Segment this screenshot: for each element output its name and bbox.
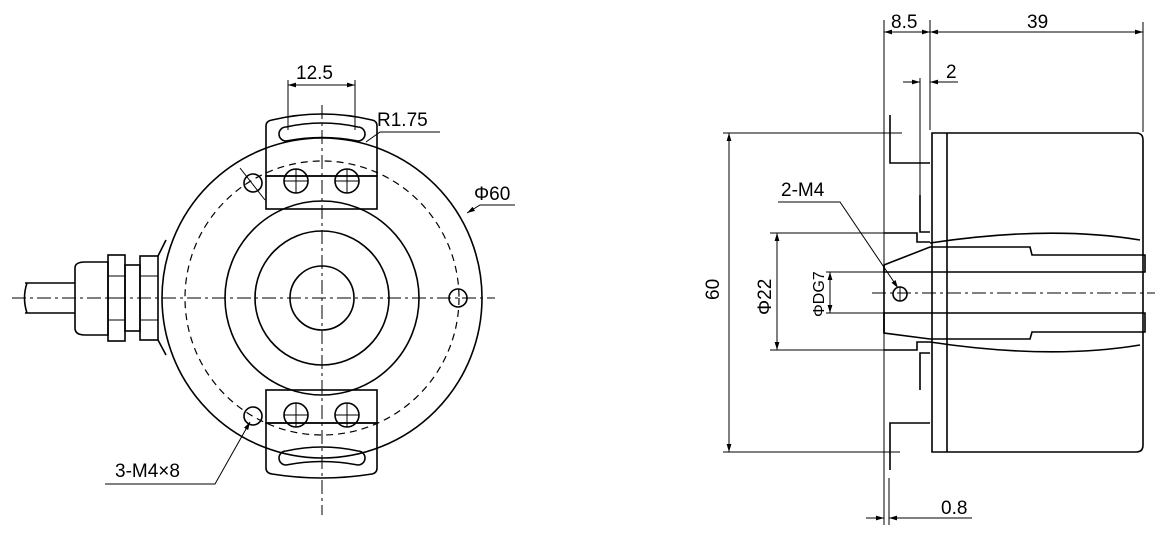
dim-flange-depth: 8.5 — [891, 12, 917, 33]
sleeve-section — [883, 312, 1146, 340]
note-mounting-threads: 3-M4×8 — [115, 461, 180, 482]
dim-flange-step: 2 — [946, 62, 957, 83]
note-set-screws: 2-M4 — [781, 180, 825, 201]
dim-body-length: 39 — [1027, 12, 1048, 33]
dim-bore-diameter: ΦDG7 — [811, 271, 828, 317]
dim-height: 60 — [703, 279, 724, 300]
dim-flange-thickness: 0.8 — [941, 498, 967, 519]
threaded-hole — [243, 173, 263, 193]
threaded-hole — [243, 406, 263, 426]
top-clamp — [265, 113, 378, 210]
dim-slot-spacing: 12.5 — [296, 63, 333, 84]
body-outline — [931, 132, 1144, 453]
bolt-circle — [184, 160, 460, 436]
dim-hub-diameter: Φ22 — [755, 279, 776, 315]
dim-slot-radius: R1.75 — [377, 110, 428, 131]
flange — [889, 115, 930, 470]
slot — [278, 446, 366, 466]
dim-outer-diameter: Φ60 — [474, 184, 510, 205]
slot — [278, 122, 366, 142]
front-view: 12.5 R1.75 Φ60 3-M4×8 — [12, 63, 515, 515]
threaded-hole — [448, 288, 468, 308]
side-view: 8.5 39 2 0.8 60 Φ22 ΦDG7 2-M4 — [703, 12, 1155, 525]
bottom-clamp — [265, 389, 378, 479]
cable-gland — [23, 239, 167, 356]
sleeve-section — [883, 246, 1146, 273]
